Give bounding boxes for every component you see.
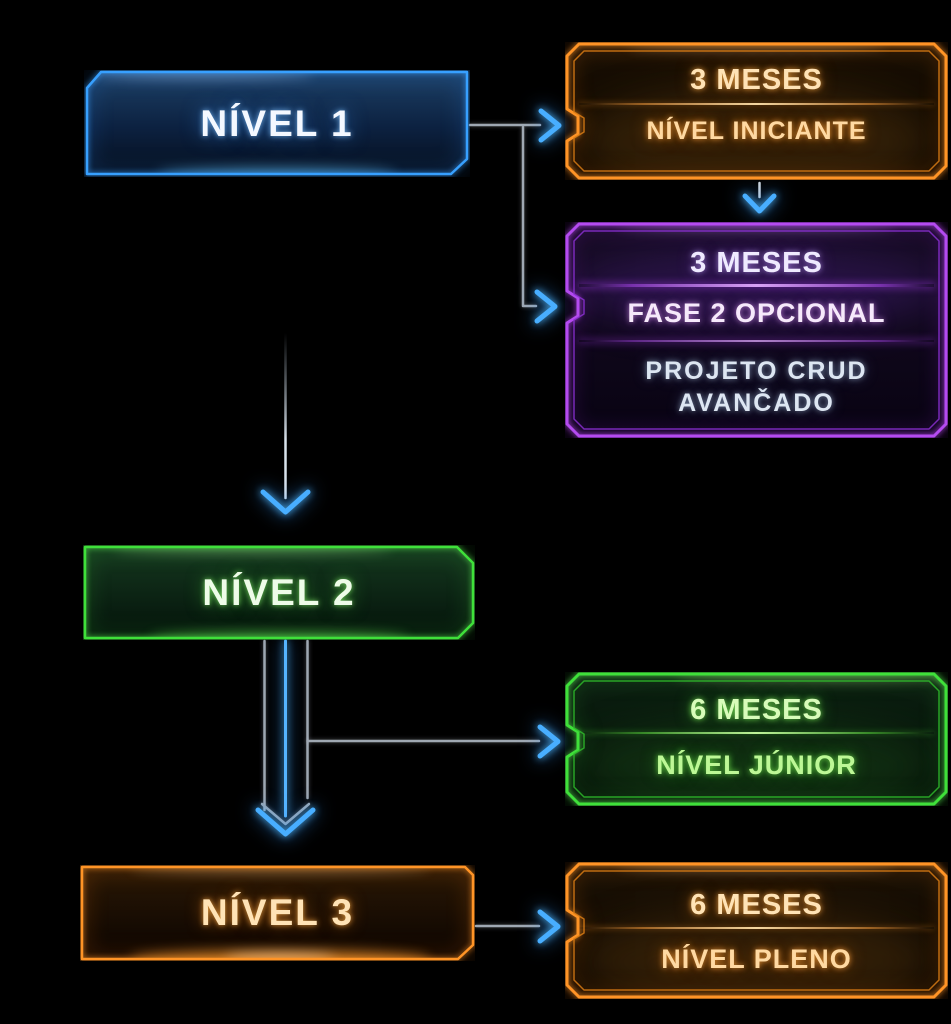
node-frame [85,70,469,176]
node-nivel-iniciante: 3 MESES NÍVEL INICIANTE [565,42,948,180]
chevron-down-icon [742,193,777,214]
node-fase-2-opcional: 3 MESES FASE 2 OPCIONAL PROJETO CRUD AVA… [565,222,948,438]
chevron-right-icon [534,289,558,324]
node-frame [83,545,475,640]
divider [579,927,934,929]
node-title: FASE 2 OPCIONAL [627,297,886,328]
node-duration: 3 MESES [690,246,823,279]
node-duration: 6 MESES [690,888,823,921]
node-title: NÍVEL JÚNIOR [656,749,857,780]
node-frame [565,862,948,999]
node-label: NÍVEL 3 [200,892,355,933]
node-duration: 6 MESES [690,693,823,726]
node-nivel-pleno: 6 MESES NÍVEL PLENO [565,862,948,999]
chevron-right-icon [538,108,562,143]
node-label: NÍVEL 2 [202,571,356,613]
arrow-nivel1-to-nivel2 [260,331,311,515]
arrow-nivel1-to-fase2 [521,125,558,324]
node-nivel-3: NÍVEL 3 [80,865,475,961]
divider [579,284,934,287]
node-title: NÍVEL PLENO [661,943,852,974]
divider [579,732,934,734]
node-frame [565,222,948,438]
divider [579,103,934,105]
node-title: NÍVEL INICIANTE [646,116,867,145]
divider [579,340,934,342]
node-frame [565,672,948,806]
node-label: NÍVEL 1 [200,102,354,144]
arrow-nivel2-to-junior [306,724,561,759]
node-duration: 3 MESES [690,63,823,96]
arrow-iniciante-to-fase2 [742,181,777,214]
node-nivel-2: NÍVEL 2 [83,545,475,640]
node-subtitle: PROJETO CRUD AVANČADO [645,357,868,417]
node-nivel-junior: 6 MESES NÍVEL JÚNIOR [565,672,948,806]
node-frame [565,42,948,180]
arrow-nivel3-to-pleno [474,909,561,944]
arrow-nivel2-to-nivel3 [255,639,316,837]
chevron-down-icon [255,807,316,837]
arrow-nivel1-to-iniciante [468,108,562,143]
chevron-down-icon [260,489,311,515]
chevron-right-icon [537,724,561,759]
node-frame [80,865,475,961]
chevron-right-icon [537,909,561,944]
node-nivel-1: NÍVEL 1 [84,70,470,177]
